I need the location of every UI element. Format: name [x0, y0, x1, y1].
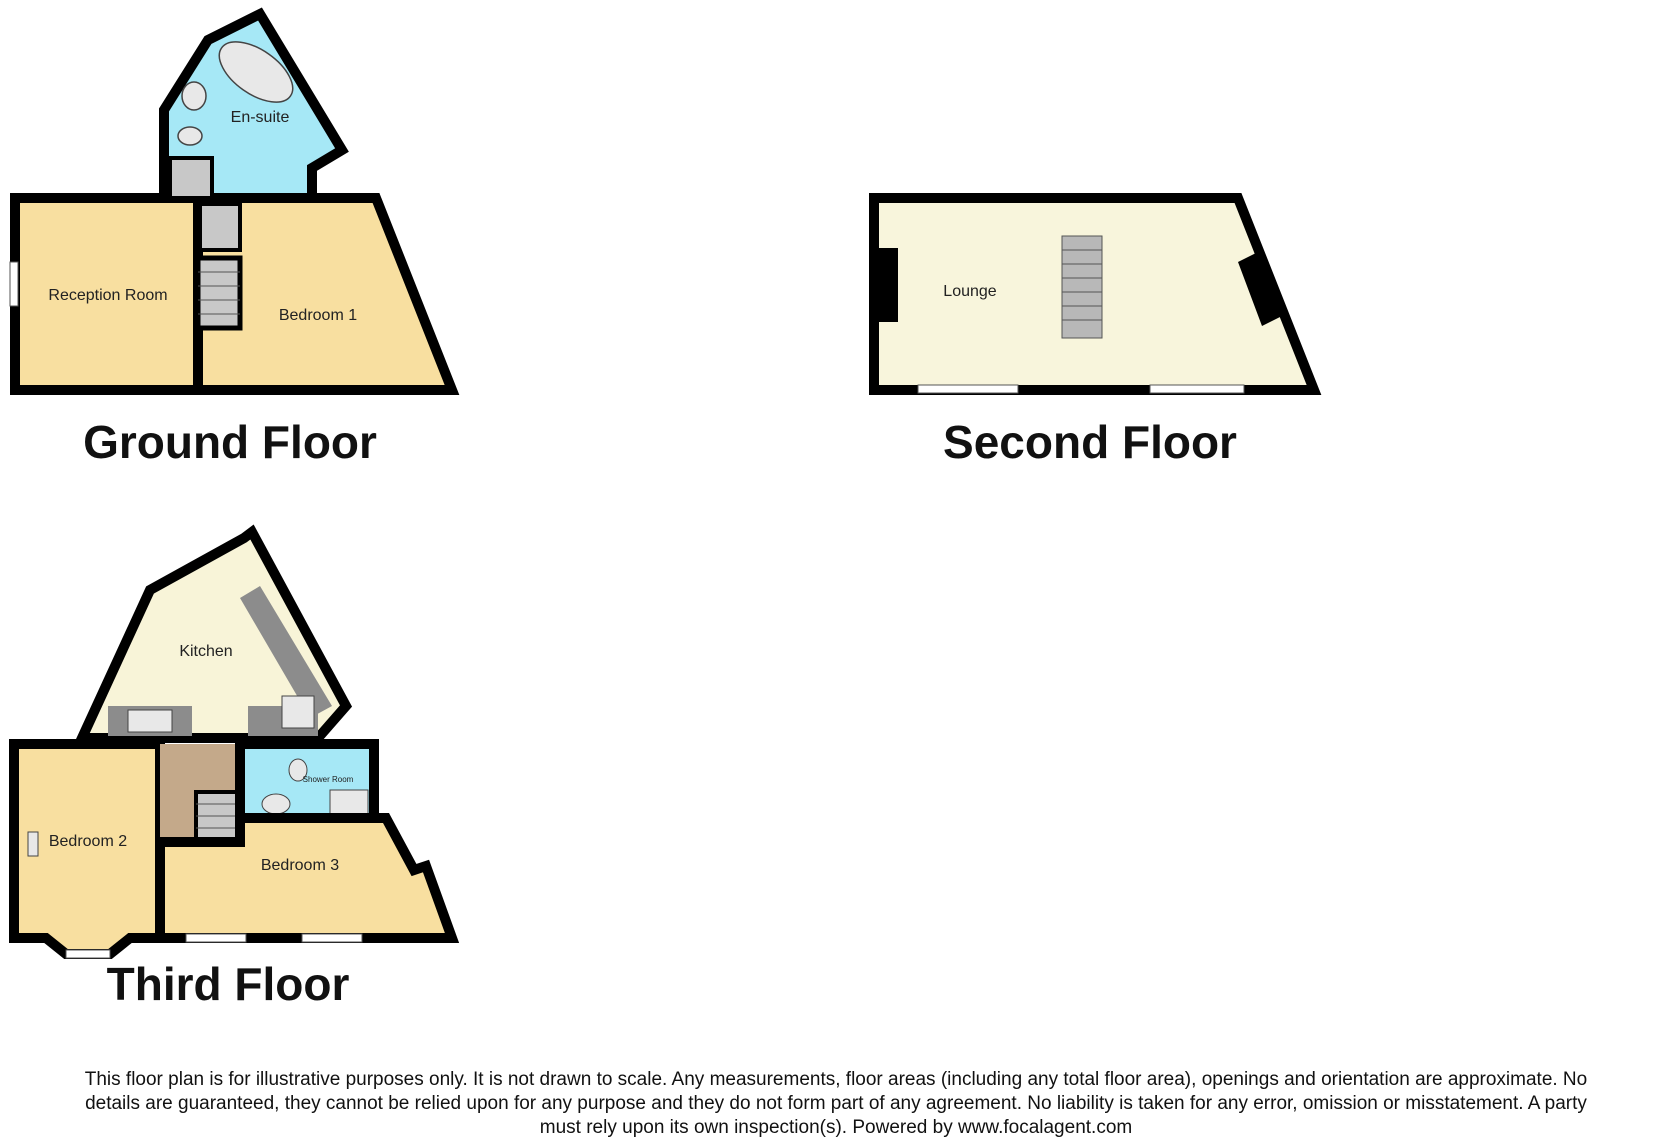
window	[185, 933, 247, 943]
bath-icon	[218, 41, 294, 103]
chimney-breast	[878, 248, 898, 322]
ground-floor-plan: Reception Room Bedroom 1 En-suite Ground…	[9, 7, 460, 468]
ground-floor-title: Ground Floor	[83, 416, 377, 468]
worktop	[240, 586, 332, 718]
window	[65, 949, 111, 959]
third-floor-plan: Kitchen Shower Room Bedroom 2 Bedroom 3 …	[9, 524, 460, 1010]
shower-room-label: Shower Room	[303, 775, 354, 784]
en-suite-label: En-suite	[231, 109, 290, 126]
sink-icon	[127, 709, 173, 733]
lounge-label: Lounge	[943, 283, 996, 300]
second-floor-plan: Lounge Second Floor	[869, 193, 1322, 468]
hob-icon	[281, 695, 315, 729]
staircase	[194, 790, 242, 844]
staircase	[195, 255, 243, 331]
stair-treads	[1062, 249, 1102, 321]
disclaimer-line-3: must rely upon its own inspection(s). Po…	[539, 1117, 1133, 1138]
window	[9, 261, 19, 307]
basin-icon	[181, 81, 207, 111]
bedroom-3-label: Bedroom 3	[261, 857, 339, 874]
window	[917, 384, 1019, 394]
disclaimer-line-1: This floor plan is for illustrative purp…	[84, 1069, 1588, 1090]
landing-cupboard	[198, 202, 242, 252]
second-floor-title: Second Floor	[943, 416, 1237, 468]
kitchen-label: Kitchen	[179, 643, 232, 660]
kitchen	[74, 524, 353, 743]
basin-icon	[261, 793, 291, 815]
third-floor-title: Third Floor	[107, 958, 350, 1010]
staircase	[1061, 235, 1103, 339]
bedroom-3	[155, 813, 460, 943]
en-suite	[159, 7, 349, 203]
chimney-breast	[1238, 252, 1282, 326]
disclaimer: This floor plan is for illustrative purp…	[0, 1068, 1672, 1140]
disclaimer-line-2: details are guaranteed, they cannot be r…	[85, 1093, 1587, 1114]
shower-tray-icon	[329, 789, 369, 815]
window	[301, 933, 363, 943]
stair-treads	[198, 271, 240, 315]
fireplace-icon	[27, 831, 39, 857]
bedroom-1-label: Bedroom 1	[279, 307, 357, 324]
toilet-icon	[177, 126, 203, 146]
window	[1149, 384, 1245, 394]
reception-room-label: Reception Room	[48, 287, 167, 304]
bedroom-2-label: Bedroom 2	[49, 833, 127, 850]
toilet-icon	[288, 758, 308, 782]
ensuite-cupboard	[168, 156, 214, 200]
stair-treads	[196, 803, 240, 829]
